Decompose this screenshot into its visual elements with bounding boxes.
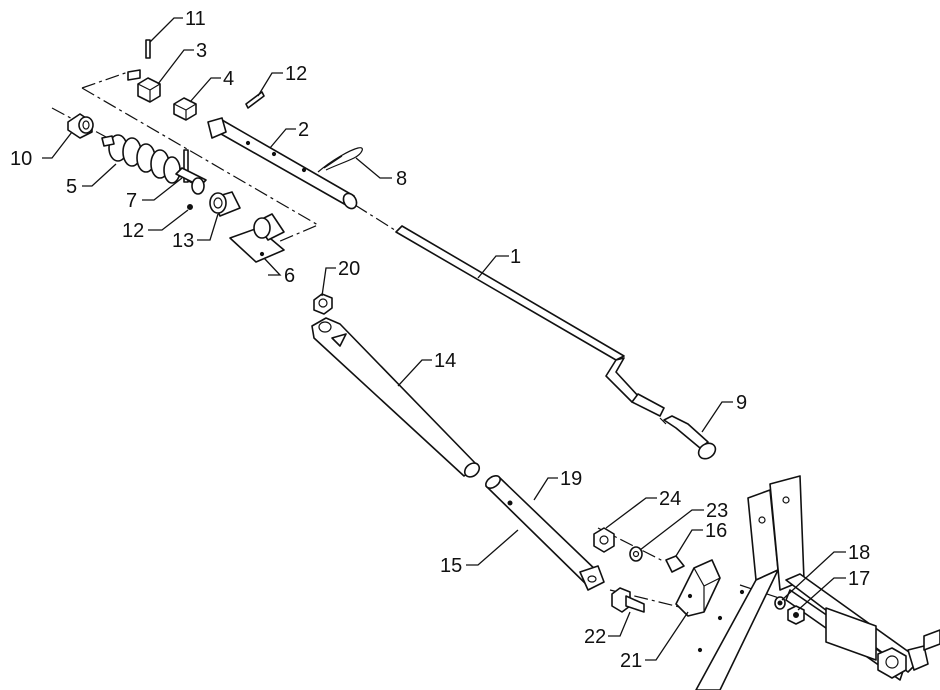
callout-16: 16 (705, 520, 727, 542)
callout-5: 5 (66, 176, 77, 198)
part-1-crank-rod (395, 225, 665, 417)
part-21-pivot-bracket (675, 559, 721, 617)
callout-17: 17 (848, 568, 870, 590)
callout-8: 8 (396, 168, 407, 190)
callout-23: 23 (706, 500, 728, 522)
part-7-pin (175, 149, 207, 195)
callout-21: 21 (620, 650, 642, 672)
callout-19: 19 (560, 468, 582, 490)
part-12-pins (145, 39, 265, 109)
part-14-lift-arm (311, 317, 481, 478)
callout-4: 4 (223, 68, 234, 90)
callout-13: 12 (122, 220, 144, 242)
part-2-tube (207, 117, 358, 210)
part-24-nut (593, 527, 615, 553)
part-5-coil-spring (101, 134, 181, 184)
callout-12-top: 11 (185, 8, 206, 30)
part-23-washer (629, 546, 643, 562)
frame-assembly (695, 475, 940, 690)
callout-6: 6 (284, 265, 295, 287)
part-6-mount (229, 213, 285, 263)
callout-22: 22 (584, 626, 606, 648)
callout-15: 15 (440, 555, 462, 577)
callout-9: 9 (736, 392, 747, 414)
callout-7: 7 (126, 190, 137, 212)
callout-2: 2 (298, 119, 309, 141)
callout-10: 10 (10, 148, 32, 170)
part-13-ball (187, 204, 193, 210)
part-16-bolt (665, 555, 685, 573)
leader-lines (42, 17, 846, 661)
part-3-bracket (127, 69, 161, 103)
part-8-hairpin-clip (317, 147, 363, 173)
callout-3: 3 (196, 40, 207, 62)
callout-18: 18 (848, 542, 870, 564)
part-17-nut (787, 605, 805, 625)
part-20-nut (313, 293, 333, 315)
part-15-lower-tube (485, 475, 605, 591)
callout-1: 1 (510, 246, 521, 268)
part-22-bolt (611, 587, 645, 613)
callout-20: 20 (338, 258, 360, 280)
callout-24: 24 (659, 488, 681, 510)
part-11-sleeve (209, 191, 241, 217)
part-9-handle-grip (659, 415, 717, 460)
callout-11: 13 (172, 230, 194, 252)
callout-labels: 11 3 4 12 2 1 8 9 10 5 7 12 13 6 20 14 1… (10, 8, 870, 672)
callout-12-right: 12 (285, 63, 307, 85)
part-4-block (173, 97, 197, 121)
part-10-bushing (67, 113, 94, 139)
callout-14: 14 (434, 350, 456, 372)
